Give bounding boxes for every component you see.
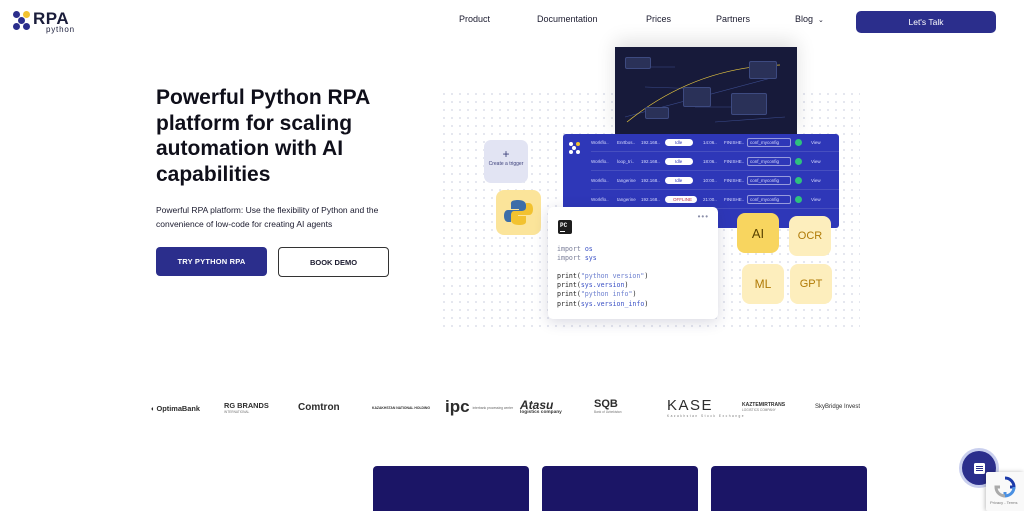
- cell: 192.168..: [641, 178, 660, 183]
- cell: loop_tri..: [617, 159, 635, 164]
- recaptcha-text: Privacy - Terms: [990, 500, 1018, 505]
- ok-icon: [795, 177, 802, 184]
- cell: 10:00..: [703, 178, 717, 183]
- cell: 21:00..: [703, 197, 717, 202]
- optimabank-logo: OptimaBank: [150, 404, 200, 413]
- site-header: RPA python Product Documentation Prices …: [0, 0, 1024, 44]
- lets-talk-button[interactable]: Let's Talk: [856, 11, 996, 33]
- nav-blog[interactable]: Blog ⌄: [795, 14, 824, 24]
- cell: conf_myconfig: [750, 159, 780, 164]
- cell: 14:06..: [703, 140, 717, 145]
- brand-dots-icon: [13, 11, 33, 31]
- cell: FINISHE..: [724, 197, 745, 202]
- ok-icon: [795, 139, 802, 146]
- status-badge: [665, 177, 693, 184]
- brand-name: RPA: [33, 9, 70, 28]
- view-link[interactable]: View: [811, 159, 821, 164]
- view-link[interactable]: View: [811, 197, 821, 202]
- nav-documentation[interactable]: Documentation: [537, 14, 598, 24]
- ocr-tile: OCR: [789, 216, 831, 256]
- cell: 18:06..: [703, 159, 717, 164]
- chevron-down-icon: ⌄: [818, 17, 824, 24]
- cell: tangerine: [617, 178, 636, 183]
- cell: Enrtbos..: [617, 140, 636, 145]
- view-link[interactable]: View: [811, 178, 821, 183]
- view-link[interactable]: View: [811, 140, 821, 145]
- brand-subname: python: [46, 25, 75, 34]
- recaptcha-icon: [994, 476, 1016, 498]
- config-select[interactable]: [747, 157, 791, 166]
- status-text: Idle: [675, 178, 683, 183]
- gpt-tile: GPT: [790, 264, 832, 304]
- book-demo-button[interactable]: BOOK DEMO: [278, 247, 389, 277]
- cell: FINISHE..: [724, 178, 745, 183]
- plus-icon: +: [502, 147, 510, 161]
- config-select[interactable]: [747, 176, 791, 185]
- feature-card[interactable]: [373, 466, 529, 511]
- document-icon: [973, 462, 985, 474]
- status-text: OFFLINE: [673, 197, 693, 202]
- feature-card[interactable]: [542, 466, 698, 511]
- ok-icon: [795, 196, 802, 203]
- recaptcha-badge[interactable]: Privacy - Terms: [986, 472, 1024, 511]
- cell: 192.168..: [641, 197, 660, 202]
- config-select[interactable]: [747, 138, 791, 147]
- app-logo-icon: [569, 142, 581, 154]
- python-logo-tile: [496, 190, 541, 235]
- feature-card[interactable]: [711, 466, 867, 511]
- nav-product[interactable]: Product: [459, 14, 491, 24]
- ok-icon: [795, 158, 802, 165]
- pycharm-icon: PC: [558, 220, 572, 234]
- cell: Workflo..: [591, 197, 609, 202]
- code-editor-window: ••• PC import os import sys print("pytho…: [548, 207, 718, 319]
- status-text: Idle: [675, 140, 683, 145]
- brand-logo[interactable]: RPA python: [13, 9, 77, 34]
- config-select[interactable]: [747, 195, 791, 204]
- cell: Workflo..: [591, 159, 609, 164]
- window-menu-dots[interactable]: •••: [697, 212, 709, 221]
- status-badge: [665, 158, 693, 165]
- cell: conf_myconfig: [750, 197, 780, 202]
- hero-title: Powerful Python RPA platform for scaling…: [156, 86, 370, 186]
- cell: FINISHE..: [724, 159, 745, 164]
- hero-subtitle: Powerful RPA platform: Use the flexibili…: [156, 205, 379, 229]
- ml-tile: ML: [742, 264, 784, 304]
- table-row[interactable]: Workflo.. tangerine 192.168.. Idle 10:00…: [591, 172, 839, 190]
- cell: 192.168..: [641, 159, 660, 164]
- nav-prices[interactable]: Prices: [646, 14, 672, 24]
- cell: Workflo..: [591, 178, 609, 183]
- nav-partners[interactable]: Partners: [716, 14, 751, 24]
- table-row[interactable]: Workflo.. loop_tri.. 192.168.. Idle 18:0…: [591, 153, 839, 171]
- cell: conf_myconfig: [750, 178, 780, 183]
- create-trigger-label: Create a trigger: [488, 161, 524, 167]
- status-badge: [665, 196, 697, 203]
- create-trigger-card[interactable]: + Create a trigger: [484, 140, 528, 183]
- nav-blog-label: Blog: [795, 14, 814, 24]
- cell: conf_myconfig: [750, 140, 780, 145]
- workflow-graph-window: [615, 47, 797, 135]
- code-block: import os import sys print("python versi…: [557, 245, 649, 308]
- table-row[interactable]: Workflo.. Enrtbos.. 192.168.. Idle 14:06…: [591, 134, 839, 152]
- cell: FINISHE..: [724, 140, 745, 145]
- cell: tangerine: [617, 197, 636, 202]
- try-python-rpa-button[interactable]: TRY PYTHON RPA: [156, 247, 267, 276]
- cell: Workflo..: [591, 140, 609, 145]
- kazakhstan-holding-logo: KAZAKHSTAN NATIONAL HOLDING: [372, 406, 431, 410]
- status-text: Idle: [675, 159, 683, 164]
- status-badge: [665, 139, 693, 146]
- cell: 192.168..: [641, 140, 660, 145]
- comtron-logo: Comtron: [298, 402, 340, 413]
- skybridge-logo: SkyBridge Invest: [815, 404, 861, 410]
- python-logo-icon: [504, 200, 533, 225]
- ai-tile: AI: [737, 213, 779, 253]
